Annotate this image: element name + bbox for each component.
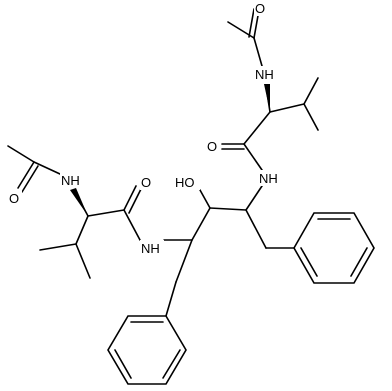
atom-ho: HO [175, 175, 195, 190]
bond-c2-c3 [191, 207, 211, 241]
bond-left-cbeta-me2 [75, 243, 91, 279]
atom-nh-center: NH [259, 171, 278, 186]
bond-left-calpha-cbeta [75, 215, 89, 245]
bond-top-co-n [243, 143, 263, 171]
bond-center-n-c1 [245, 185, 263, 211]
bond-left-calpha-co [87, 209, 125, 217]
bond-c3-ch2 [175, 239, 193, 283]
ring-right-double-3 [300, 247, 318, 277]
ring-lower-hex [107, 315, 187, 385]
bond-top-cbeta-me1 [303, 77, 319, 105]
bond-c1-c2 [209, 207, 247, 211]
bond-left-co-double-1 [123, 185, 137, 211]
atom-o-acetyl-top: O [255, 1, 265, 16]
bond-top-acetyl-co-2 [248, 8, 255, 38]
bond-c1-ch2 [245, 209, 267, 249]
atom-nh-top: NH [255, 67, 274, 82]
wedge-left-calpha [70, 188, 88, 216]
bond-left-acetyl-methyl [7, 145, 35, 163]
left-acetyl-group [7, 145, 61, 193]
atom-o-amide-top: O [207, 139, 217, 154]
bond-top-cbeta-me2 [303, 103, 319, 131]
central-core [163, 185, 267, 283]
atom-o-acetyl-left: O [9, 191, 19, 206]
atom-o-amide-left: O [141, 175, 151, 190]
wedge-top-calpha [264, 84, 270, 112]
atom-nh-left: NH [61, 173, 80, 188]
bond-left-acetyl-cn [33, 161, 61, 175]
top-acetyl-group [227, 8, 263, 67]
ring-right-double-2 [350, 247, 368, 277]
bond-left-co-n [123, 209, 141, 241]
right-phenyl-ring [265, 212, 375, 284]
atom-nh-lower: NH [141, 241, 160, 256]
bond-left-acetyl-co-2 [21, 165, 39, 193]
bond-left-co-double-2 [128, 188, 142, 214]
bond-ch2-ring-lower [165, 281, 177, 317]
ring-lower-double-3 [114, 349, 132, 379]
ring-lower-double-2 [162, 349, 181, 379]
top-valine [221, 77, 319, 171]
bond-top-calpha-cbeta [269, 103, 305, 113]
bond-top-calpha-co [243, 111, 271, 145]
bond-c2-oh [199, 189, 211, 209]
ring-right-hex [293, 212, 375, 284]
lower-phenyl-ring [107, 281, 187, 385]
bond-left-acetyl-co-1 [17, 161, 35, 189]
bond-left-cbeta-me1 [39, 243, 77, 251]
left-valine [39, 185, 142, 279]
bond-top-acetyl-cn [253, 37, 263, 67]
